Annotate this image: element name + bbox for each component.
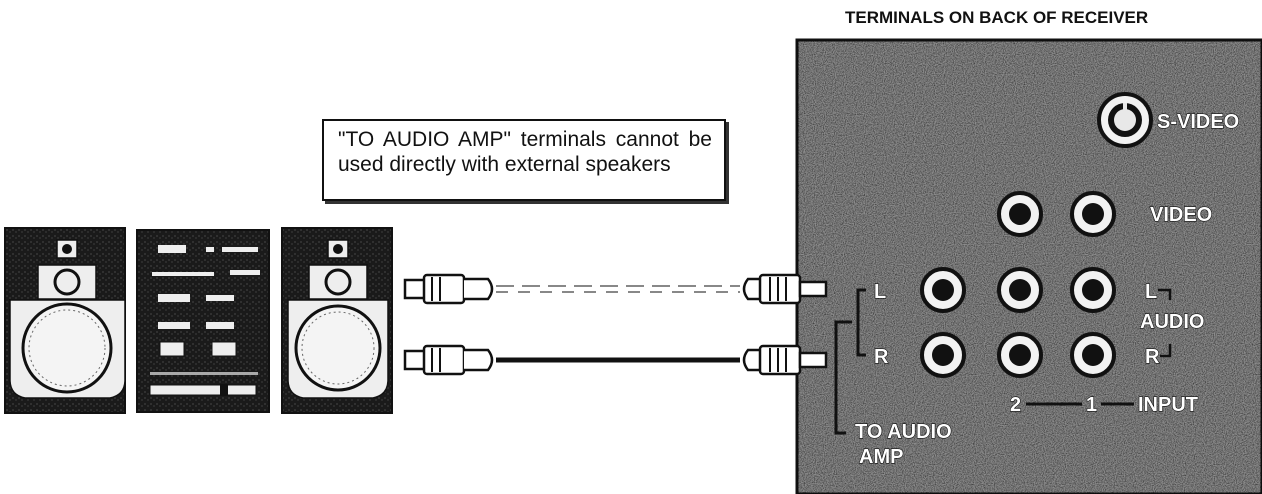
- cable-top-crossed: [403, 273, 828, 305]
- cable-bottom: [403, 344, 828, 376]
- audio-r-label: R: [1145, 346, 1160, 368]
- input-label: INPUT: [1138, 394, 1198, 416]
- warning-note-text: "TO AUDIO AMP" terminals cannot be used …: [338, 128, 712, 176]
- audio-r-jack-out: [920, 332, 966, 378]
- out-r-label: R: [874, 346, 889, 368]
- audio-l-jack-1: [1070, 267, 1116, 313]
- input-1-label: 1: [1086, 394, 1097, 416]
- input-2-label: 2: [1010, 394, 1021, 416]
- video-label: VIDEO: [1150, 204, 1212, 226]
- svideo-label: S-VIDEO: [1157, 111, 1239, 133]
- speaker-right: [281, 227, 393, 414]
- lr-bracket: [856, 288, 866, 357]
- to-audio-amp-bracket: [834, 320, 852, 435]
- audio-label: AUDIO: [1140, 311, 1204, 333]
- video-jack-1: [1070, 191, 1116, 237]
- audio-l-hook: [1158, 288, 1172, 300]
- video-jack-2: [997, 191, 1043, 237]
- audio-l-jack-2: [997, 267, 1043, 313]
- amp-label: AMP: [859, 446, 903, 468]
- audio-l-label: L: [1145, 281, 1157, 303]
- warning-note: "TO AUDIO AMP" terminals cannot be used …: [322, 119, 726, 201]
- audio-r-jack-2: [997, 332, 1043, 378]
- amplifier: [136, 229, 270, 413]
- audio-r-jack-1: [1070, 332, 1116, 378]
- out-l-label: L: [874, 281, 886, 303]
- svideo-jack: [1097, 92, 1153, 148]
- speaker-left: [4, 227, 126, 414]
- receiver-panel-title: TERMINALS ON BACK OF RECEIVER: [845, 8, 1148, 27]
- audio-l-jack-out: [920, 267, 966, 313]
- receiver-back-panel: S-VIDEO VIDEO: [795, 38, 1262, 494]
- audio-r-hook: [1160, 344, 1172, 358]
- to-audio-label: TO AUDIO: [855, 421, 952, 443]
